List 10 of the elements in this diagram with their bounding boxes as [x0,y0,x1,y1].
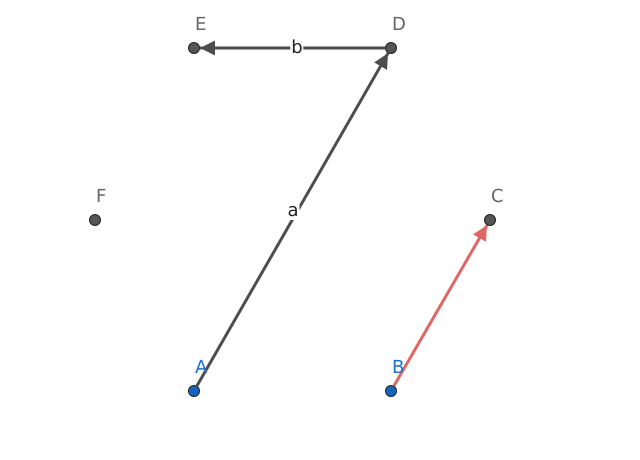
point-label: B [392,359,404,377]
vector-arrow [196,52,390,387]
point-label: A [195,359,208,377]
point-label: C [491,188,504,206]
edge-label: a [286,202,300,220]
vector-arrow [200,40,385,56]
point-label: D [392,16,406,34]
vector-arrow [392,224,488,387]
point-label: E [195,16,206,34]
point-label: F [96,188,106,206]
